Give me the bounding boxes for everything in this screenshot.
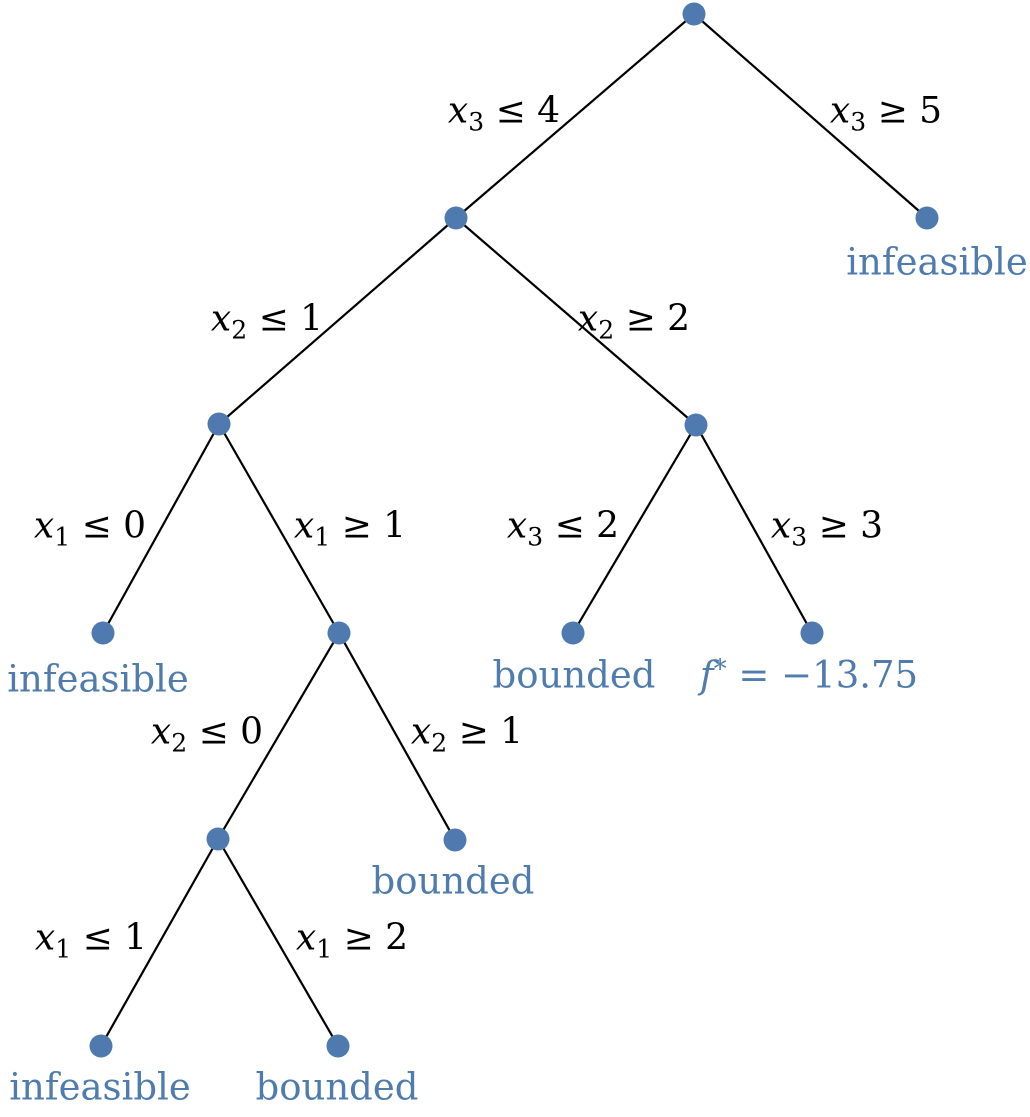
math-rest: ≥ 3 — [807, 505, 884, 547]
tree-edge — [338, 632, 456, 841]
math-sub: 2 — [598, 315, 615, 345]
branch-label-x3-ge-3: x3 ≥ 3 — [770, 505, 884, 552]
math-sub: 3 — [791, 522, 808, 552]
tree-edge — [217, 632, 340, 840]
math-rest: ≤ 4 — [484, 90, 561, 132]
tree-node — [915, 206, 939, 230]
math-rest: ≥ 1 — [330, 505, 407, 547]
math-sub: 3 — [850, 107, 867, 137]
math-var: f — [699, 653, 714, 697]
tree-node — [207, 412, 231, 436]
math-var: x — [410, 711, 432, 753]
leaf-label-objective-value: f* = −13.75 — [700, 657, 918, 694]
tree-edge — [217, 838, 339, 1047]
math-sub: 1 — [55, 934, 72, 964]
tree-node — [326, 1034, 350, 1058]
math-var: x — [447, 90, 469, 132]
branch-label-x2-le-1: x2 ≤ 1 — [210, 298, 324, 345]
branch-label-x2-ge-1: x2 ≥ 1 — [410, 711, 524, 758]
math-var: x — [506, 505, 528, 547]
tree-node — [89, 1034, 113, 1058]
tree-node — [444, 206, 468, 230]
math-var: x — [293, 505, 315, 547]
tree-node-root — [682, 2, 706, 26]
tree-node — [800, 621, 824, 645]
math-sub: 1 — [314, 522, 331, 552]
leaf-label-bounded: bounded — [492, 653, 656, 697]
tree-edge — [102, 423, 220, 634]
math-var: x — [770, 505, 792, 547]
leaf-label-infeasible: infeasible — [7, 657, 189, 701]
tree-edge — [572, 424, 697, 634]
branch-label-x1-le-0: x1 ≤ 0 — [33, 505, 147, 552]
tree-node — [684, 413, 708, 437]
branch-label-x2-ge-2: x2 ≥ 2 — [577, 298, 691, 345]
tree-edge — [455, 13, 695, 219]
tree-edge — [218, 217, 457, 425]
tree-node — [91, 621, 115, 645]
math-var: x — [295, 917, 317, 959]
math-sub: 2 — [171, 728, 188, 758]
math-var: x — [34, 917, 56, 959]
tree-node — [561, 621, 585, 645]
math-rest: ≤ 0 — [70, 505, 147, 547]
math-rest: ≥ 1 — [447, 711, 524, 753]
tree-edges — [100, 13, 928, 1047]
math-sub: 2 — [431, 728, 448, 758]
tree-edge — [695, 424, 813, 634]
branch-label-x1-le-1: x1 ≤ 1 — [34, 917, 148, 964]
math-var: x — [577, 298, 599, 340]
tree-node — [206, 827, 230, 851]
math-rest: ≥ 5 — [866, 90, 943, 132]
branch-label-x3-le-2: x3 ≤ 2 — [506, 505, 620, 552]
leaf-label-infeasible: infeasible — [9, 1065, 191, 1109]
math-rest: ≥ 2 — [332, 917, 409, 959]
math-sub: 3 — [527, 522, 544, 552]
leaf-label-bounded: bounded — [255, 1065, 419, 1109]
math-sub: 2 — [231, 315, 248, 345]
branch-label-x3-le-4: x3 ≤ 4 — [447, 90, 561, 137]
branch-label-x1-ge-1: x1 ≥ 1 — [293, 505, 407, 552]
leaf-label-bounded: bounded — [371, 859, 535, 903]
math-sub: 1 — [316, 934, 333, 964]
math-rest: ≤ 2 — [543, 505, 620, 547]
tree-edge — [100, 838, 219, 1047]
math-rest: ≤ 0 — [187, 711, 264, 753]
branch-label-x3-ge-5: x3 ≥ 5 — [829, 90, 943, 137]
math-var: x — [33, 505, 55, 547]
tree-edge — [693, 13, 928, 219]
math-rest: ≤ 1 — [71, 917, 148, 959]
leaf-label-infeasible: infeasible — [846, 240, 1028, 284]
math-var: x — [150, 711, 172, 753]
tree-edge — [455, 217, 697, 426]
math-var: x — [829, 90, 851, 132]
math-sub: 1 — [54, 522, 71, 552]
math-sup: * — [713, 654, 727, 685]
branch-label-x2-le-0: x2 ≤ 0 — [150, 711, 264, 758]
math-sub: 3 — [468, 107, 485, 137]
math-rest: = −13.75 — [726, 653, 919, 697]
math-rest: ≥ 2 — [614, 298, 691, 340]
branch-label-x1-ge-2: x1 ≥ 2 — [295, 917, 409, 964]
tree-nodes — [89, 2, 939, 1058]
math-rest: ≤ 1 — [247, 298, 324, 340]
tree-edge — [218, 423, 340, 634]
math-var: x — [210, 298, 232, 340]
tree-node — [327, 621, 351, 645]
tree-node — [443, 828, 467, 852]
